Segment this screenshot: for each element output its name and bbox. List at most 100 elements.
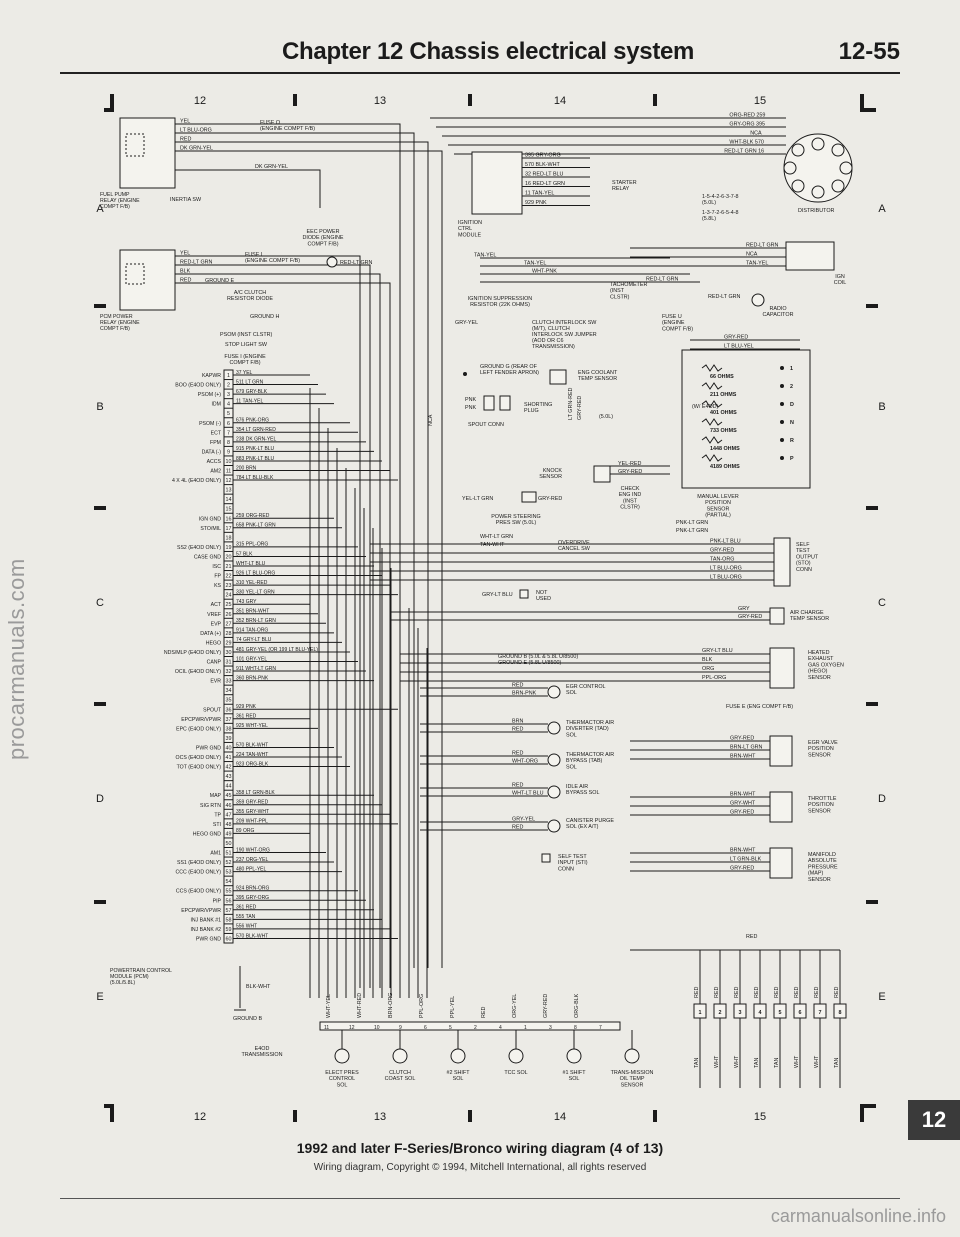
stop-light-label: STOP LIGHT SW [225, 342, 268, 348]
sto-wire-label: LT BLU-ORG [710, 575, 742, 581]
trans-connector-wire-label: WHT-YEL [326, 994, 332, 1018]
sensor-label: SENSOR [808, 752, 831, 758]
grid-col-top: 15 [754, 95, 766, 107]
fuse-i-label: COMPT F/B) [229, 360, 260, 366]
sensor-box [769, 847, 793, 879]
pcm-pin-number: 30 [226, 650, 232, 656]
splice-dot [780, 438, 784, 442]
pcm-pin-signal: CCC (E4OD ONLY) [176, 870, 222, 876]
pcm-pin-wire-label: 224 TAN-WHT [236, 752, 268, 758]
solenoid-label: SOL (EX A/T) [566, 824, 599, 830]
heated-o2-label: HEATED [808, 650, 830, 656]
pcm-module-label: POWERTRAIN CONTROL [110, 968, 172, 974]
pcm-pin-number: 22 [226, 574, 232, 580]
trans-connector-pin: 5 [449, 1025, 452, 1031]
pcm-pin-number: 48 [226, 822, 232, 828]
pcm-pin-wire-label: 361 RED [236, 905, 257, 911]
trans-solenoid-label: CONTROL [329, 1076, 355, 1082]
pcm-pin-wire-label: 360 BRN-PNK [236, 675, 269, 681]
pcm-pin-wire-label: 361 RED [236, 714, 257, 720]
chapter-tab: 12 [908, 1100, 960, 1140]
eec-diode-label: DIODE (ENGINE [302, 235, 343, 241]
resistance-label: 1448 OHMS [710, 446, 740, 452]
injector-number: 8 [839, 1010, 842, 1016]
pcm-pin-number: 31 [226, 660, 232, 666]
pcm-pin-wire-label: 923 ORG-BLK [236, 761, 269, 767]
pcm-power-relay-label: PCM POWER [100, 314, 133, 320]
sensor-label: SENSOR [808, 808, 831, 814]
splice-dot [780, 366, 784, 370]
pcm-pin-number: 29 [226, 640, 232, 646]
solenoid-label: SOL [566, 690, 577, 696]
ground-h-label: GROUND H [250, 314, 279, 320]
pcm-pin-wire-label: 237 ORG-YEL [236, 857, 268, 863]
hego-wire-label: PPL-ORG [702, 675, 726, 681]
ign-coil-label: COIL [834, 280, 847, 286]
grid-row-left: A [96, 203, 104, 215]
pcm-pin-wire-label: 925 WHT-YEL [236, 723, 268, 729]
pcm-pin-wire-label: 481 GRY-YEL (OR 199 LT BLU-YEL) [236, 647, 318, 653]
injector-top-wire-label: RED [834, 987, 840, 998]
trans-solenoid-label: SOL [569, 1076, 580, 1082]
self-test-output-label: TEST [796, 548, 810, 554]
grid-tick-left [94, 506, 106, 510]
resistance-label: 66 OHMS [710, 374, 734, 380]
pcm-pin-signal: EVR [210, 679, 221, 685]
check-eng-label: CLSTR) [620, 505, 640, 511]
pcm-pin-signal: OCIL (E4OD ONLY) [175, 669, 221, 675]
pcm-pin-signal: FP [214, 574, 221, 580]
trans-solenoid-label: #2 SHIFT [446, 1070, 470, 1076]
solenoid-label: THERMACTOR AIR [566, 720, 614, 726]
pcm-pin-signal: INJ BANK #2 [190, 927, 221, 933]
solenoid-label: EGR CONTROL [566, 684, 606, 690]
ac-clutch-label: A/C CLUTCH [234, 290, 266, 296]
pcm-pin-number: 33 [226, 679, 232, 685]
spout-vertical-label: LT GRN-RED [568, 387, 574, 420]
grid-col-top: 12 [194, 95, 206, 107]
trans-solenoid-symbol [450, 1048, 466, 1064]
self-test-output-label: (STO) [796, 561, 811, 567]
resistor-symbol [701, 382, 723, 390]
pcm-pin-number: 46 [226, 803, 232, 809]
pcm-pin-signal: CANP [207, 660, 222, 666]
grid-col-bottom: 13 [374, 1111, 386, 1123]
pcm-pin-number: 23 [226, 583, 232, 589]
resistor-symbol [701, 364, 723, 372]
pcm-relay-fuse: (ENGINE COMPT F/B) [245, 258, 300, 264]
injector-bottom-wire-label: TAN [774, 1058, 780, 1068]
pcm-pin-signal: SS1 (E4OD ONLY) [177, 860, 221, 866]
injector-number: 3 [739, 1010, 742, 1016]
pcm-pin-number: 41 [226, 755, 232, 761]
distributor-wire-label: GRY-ORG 395 [729, 122, 765, 128]
eec-diode-label: EEC POWER [307, 229, 340, 235]
grid-tick-left [94, 702, 106, 706]
injector-top-wire-label: RED [734, 987, 740, 998]
grid-col-bottom: 15 [754, 1111, 766, 1123]
grid-tick-bottom [653, 1110, 657, 1122]
pcm-pin-wire-label: 676 PNK-ORG [236, 418, 269, 424]
grid-row-right: A [878, 203, 886, 215]
pcm-pin-number: 13 [226, 488, 232, 494]
pcm-pin-number: 10 [226, 459, 232, 465]
pcm-pin-wire-label: 330 YEL-LT GRN [236, 589, 275, 595]
injector-box [813, 1003, 827, 1019]
trans-solenoid-symbol [508, 1048, 524, 1064]
self-test-output-label: OUTPUT [796, 554, 819, 560]
solenoid-label: BYPASS (TAB) [566, 758, 603, 764]
pcm-pin-wire-label: 310 YEL-RED [236, 580, 268, 586]
trans-solenoid-symbol [624, 1048, 640, 1064]
solenoid-wire-label: GRY-YEL [512, 817, 535, 823]
resistance-label: 401 OHMS [710, 410, 737, 416]
pcm-pin-signal: PSOM (-) [199, 421, 221, 427]
ign-suppression-label: RESISTOR (22K OHMS) [470, 302, 530, 308]
splice-dot [780, 420, 784, 424]
fuel-pump-fuse-label: FUSE O [260, 120, 280, 126]
nca-label: NCA [428, 414, 434, 426]
pcm-module-label: MODULE (PCM) [110, 974, 149, 980]
grid-tick-right [866, 506, 878, 510]
pcm-pin-number: 19 [226, 545, 232, 551]
psom-label: PSOM (INST CLSTR) [220, 332, 273, 338]
position-label: D [790, 402, 794, 408]
grid-col-bottom: 14 [554, 1111, 566, 1123]
pcm-pin-wire-label: 929 PNK [236, 704, 257, 710]
